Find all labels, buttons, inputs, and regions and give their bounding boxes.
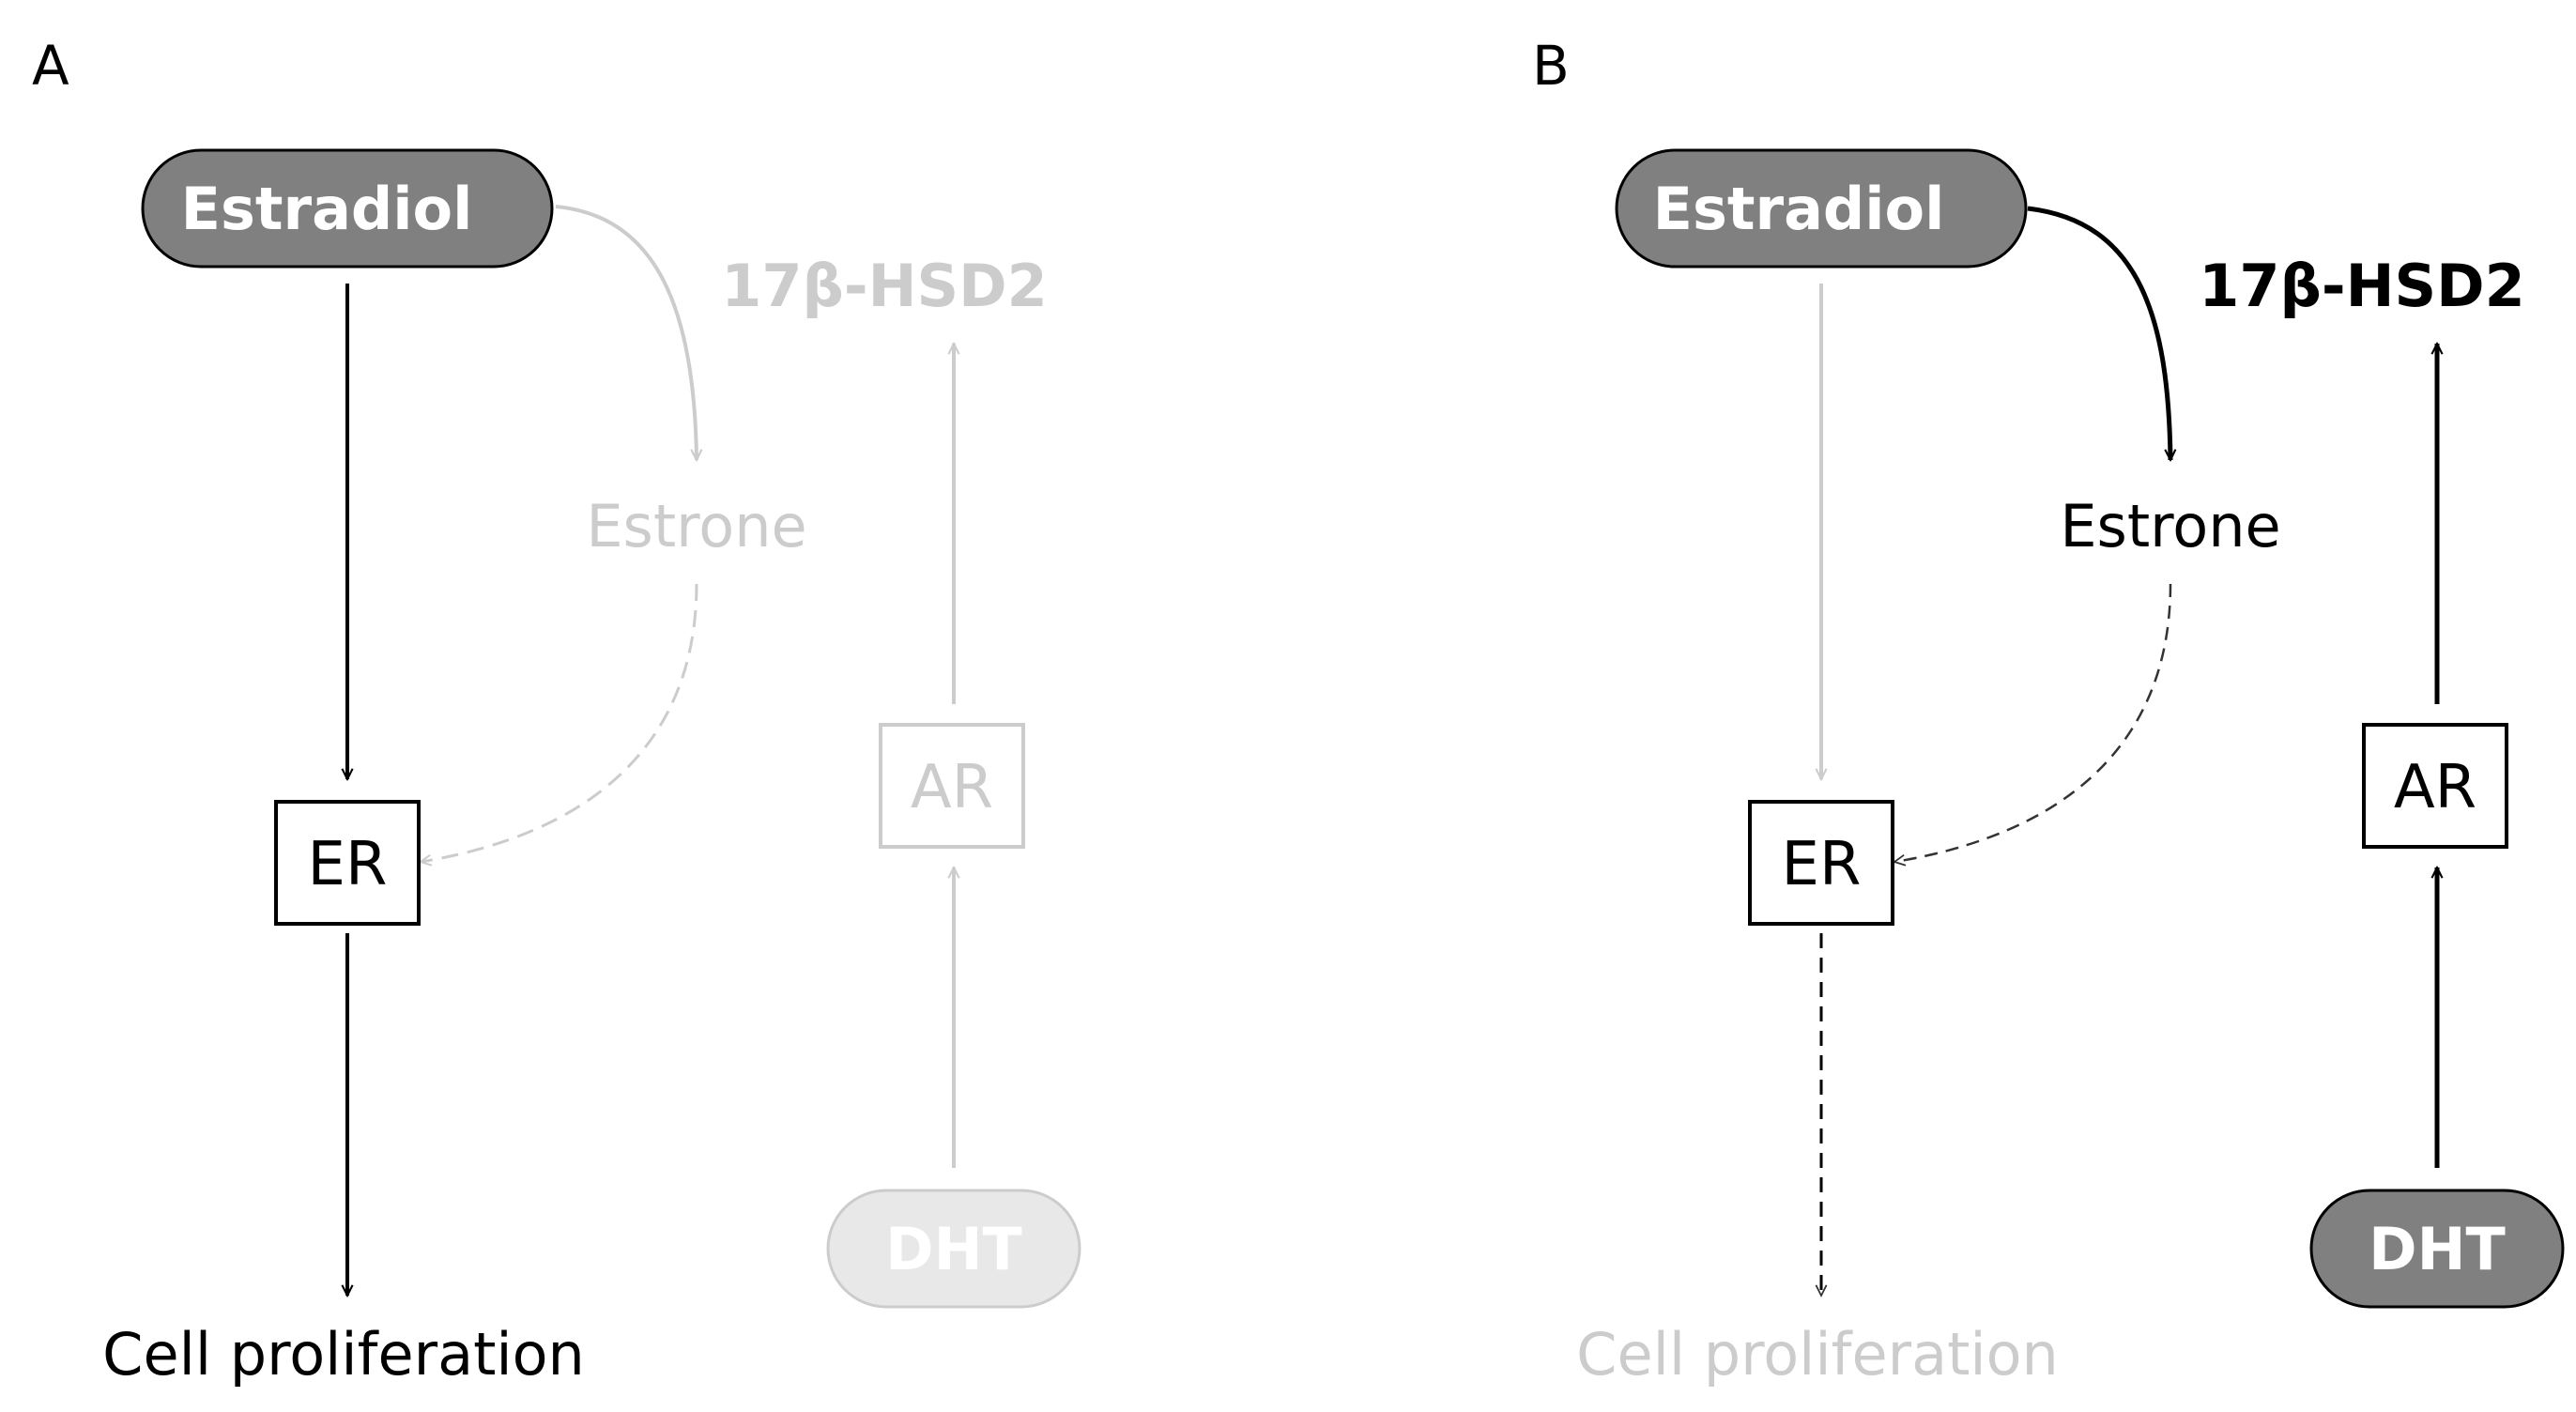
panel-b-estradiol-pill [1615,148,2028,269]
panel-a-ar-label: AR [911,753,993,822]
panel-b-proliferation-label: Cell proliferation [1576,1320,2059,1389]
panel-a-label: A [32,34,69,98]
panel-a-er-box [274,800,421,926]
panel-b-er-box [1748,800,1894,926]
panel-a-er-label: ER [308,830,388,899]
panel-a-estrone-to-er-dashed-arrow [421,583,698,862]
panel-a-hsd-label: 17β-HSD2 [721,252,1048,320]
panel-a-dht-pill [826,1189,1081,1309]
panel-b-estradiol-to-estrone-arrow [2027,206,2170,460]
panel-b-dht-label: DHT [2369,1215,2506,1283]
panel-a-estradiol-to-estrone-arrow [555,205,697,460]
panel-b-label: B [1532,34,1570,98]
panel-b: B Estradiol Estrone ER Cell proliferatio… [1532,34,2565,1389]
panel-a-ar-box [879,723,1025,849]
panel-a: A Estradiol Estrone ER Cell proliferatio… [32,34,1081,1389]
panel-a-estrone-label: Estrone [586,492,806,560]
panel-b-hsd-label: 17β-HSD2 [2199,252,2525,320]
panel-b-estrone-label: Estrone [2060,492,2280,560]
panel-a-dht-label: DHT [885,1215,1022,1283]
panel-b-er-label: ER [1782,830,1862,899]
panel-a-proliferation-label: Cell proliferation [102,1320,585,1389]
panel-b-dht-pill [2309,1189,2565,1309]
panel-b-estradiol-label: Estradiol [1653,175,1945,243]
panel-a-estradiol-label: Estradiol [181,175,473,243]
panel-b-ar-box [2362,723,2508,849]
panel-a-estradiol-pill [141,148,554,269]
panel-b-estrone-to-er-dashed-arrow [1894,583,2172,862]
panel-b-ar-label: AR [2394,753,2476,822]
